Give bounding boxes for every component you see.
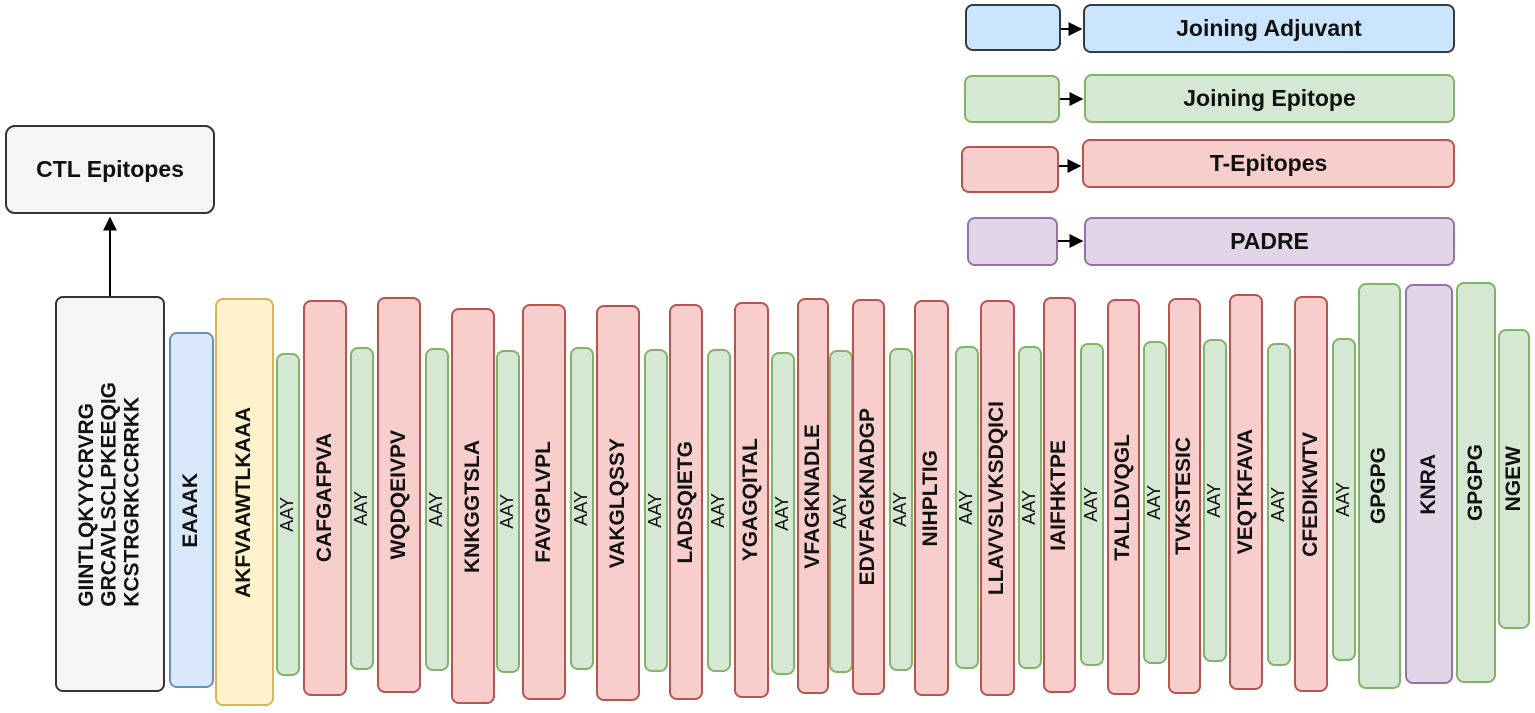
segment-label: AAY: [1333, 482, 1354, 517]
segment-red-10: FAVGPLVPL: [522, 304, 566, 700]
segment-green-5: AAY: [350, 347, 374, 670]
legend-padre: PADRE: [1084, 217, 1455, 266]
segment-grey-0: GIINTLQKYYCRVRG GRCAVLSCLPKEEQIG KCSTRGR…: [55, 296, 165, 692]
segment-green-29: AAY: [1143, 341, 1167, 664]
segment-label: CFEDIKWTV: [1298, 431, 1322, 557]
segment-label: KNRA: [1416, 453, 1440, 515]
segment-green-11: AAY: [570, 347, 594, 670]
segment-green-27: AAY: [1080, 343, 1104, 666]
segment-green-25: AAY: [1018, 346, 1042, 669]
legend-t-epitopes-label: T-Epitopes: [1209, 150, 1328, 176]
segment-label: IAIFHKTPE: [1047, 439, 1071, 551]
segment-red-20: EDVFAGKNADGP: [852, 299, 885, 695]
segment-label: NGEW: [1501, 446, 1525, 512]
segment-yellow-2: AKFVAAWTLKAAA: [215, 298, 274, 706]
segment-label: AAY: [772, 496, 793, 531]
segment-purple-37: KNRA: [1405, 284, 1453, 684]
segment-label: AAY: [1144, 485, 1165, 520]
ctl-epitopes-box: CTL Epitopes: [5, 125, 215, 214]
segment-label: GPGPG: [1367, 447, 1391, 525]
segment-red-6: WQDQEIVPV: [377, 297, 421, 693]
segment-green-19: AAY: [829, 350, 853, 673]
segment-green-33: AAY: [1267, 343, 1291, 666]
segment-label: WQDQEIVPV: [386, 430, 410, 560]
legend-swatch-padre: [967, 217, 1058, 266]
segment-label: AAY: [426, 492, 447, 527]
segment-blue-1: EAAAK: [169, 332, 214, 688]
segment-label: TALLDVQGL: [1111, 433, 1135, 561]
segment-green-39: NGEW: [1498, 329, 1530, 629]
segment-label: KNKGGTSLA: [460, 439, 484, 573]
segment-label: AAY: [708, 493, 729, 528]
segment-label: AAY: [571, 491, 592, 526]
legend-swatch-joining-epitope: [964, 75, 1060, 123]
segment-label: GPGPG: [1463, 443, 1487, 522]
segment-label: VEQTKFAVA: [1233, 429, 1257, 555]
segment-label: EDVFAGKNADGP: [856, 408, 880, 586]
legend-t-epitopes: T-Epitopes: [1082, 139, 1455, 188]
segment-green-38: GPGPG: [1456, 282, 1496, 683]
segment-label: TVKSTESIC: [1172, 437, 1196, 555]
segment-red-8: KNKGGTSLA: [451, 308, 495, 704]
segment-red-4: CAFGAFPVA: [303, 300, 347, 696]
legend-joining-epitope-label: Joining Epitope: [1183, 85, 1356, 111]
segment-label: AAY: [1204, 483, 1225, 518]
segment-red-30: TVKSTESIC: [1168, 298, 1201, 694]
segment-label: YGAGQITAL: [739, 438, 763, 562]
segment-label: LADSQIETG: [673, 440, 697, 564]
segment-green-23: AAY: [955, 346, 979, 669]
legend-padre-label: PADRE: [1230, 228, 1309, 254]
segment-red-22: NIHPLTIG: [914, 300, 949, 696]
segment-green-9: AAY: [496, 350, 520, 673]
segment-label: AKFVAAWTLKAAA: [232, 406, 256, 598]
segment-label: AAY: [497, 494, 518, 529]
segment-label: AAY: [351, 491, 372, 526]
segment-green-7: AAY: [425, 348, 449, 671]
segment-label: AAY: [277, 497, 298, 532]
ctl-epitopes-label: CTL Epitopes: [36, 156, 184, 182]
segment-label: AAY: [890, 492, 911, 527]
segment-green-13: AAY: [644, 349, 668, 672]
segment-label: AAY: [1019, 490, 1040, 525]
segment-label: AAY: [956, 490, 977, 525]
segment-green-17: AAY: [771, 352, 795, 675]
segment-label: AAY: [1081, 487, 1102, 522]
segment-green-36: GPGPG: [1358, 283, 1401, 689]
legend-swatch-t-epitopes: [961, 146, 1059, 193]
segment-label: EAAAK: [179, 472, 203, 548]
segment-red-28: TALLDVQGL: [1107, 299, 1140, 695]
segment-label: AAY: [645, 493, 666, 528]
segment-red-16: YGAGQITAL: [734, 302, 769, 698]
segment-red-18: VFAGKNADLE: [797, 298, 829, 694]
segment-red-34: CFEDIKWTV: [1294, 296, 1328, 692]
segment-green-21: AAY: [889, 348, 913, 671]
segment-red-26: IAIFHKTPE: [1043, 297, 1076, 693]
segment-label: AAY: [830, 494, 851, 529]
legend-swatch-joining-adjuvant: [965, 4, 1061, 51]
segment-label: GIINTLQKYYCRVRG GRCAVLSCLPKEEQIG KCSTRGR…: [74, 381, 144, 607]
legend-joining-adjuvant-label: Joining Adjuvant: [1176, 15, 1362, 41]
segment-red-24: LLAVVSLVKSDQICI: [980, 300, 1015, 696]
segment-green-3: AAY: [276, 353, 300, 676]
segment-label: AAY: [1268, 487, 1289, 522]
segment-red-14: LADSQIETG: [669, 304, 703, 700]
segment-label: LLAVVSLVKSDQICI: [985, 400, 1009, 596]
segment-red-12: VAKGLQSSY: [596, 305, 640, 701]
segment-label: VAKGLQSSY: [605, 437, 629, 569]
segment-label: CAFGAFPVA: [312, 433, 336, 563]
segment-label: VFAGKNADLE: [800, 423, 824, 569]
segment-label: NIHPLTIG: [919, 449, 943, 547]
segment-label: FAVGPLVPL: [531, 441, 555, 563]
legend-joining-epitope: Joining Epitope: [1084, 74, 1455, 123]
segment-green-31: AAY: [1203, 339, 1227, 662]
segment-red-32: VEQTKFAVA: [1229, 294, 1263, 690]
segment-green-35: AAY: [1332, 338, 1356, 661]
legend-joining-adjuvant: Joining Adjuvant: [1083, 4, 1455, 53]
segment-green-15: AAY: [707, 349, 731, 672]
